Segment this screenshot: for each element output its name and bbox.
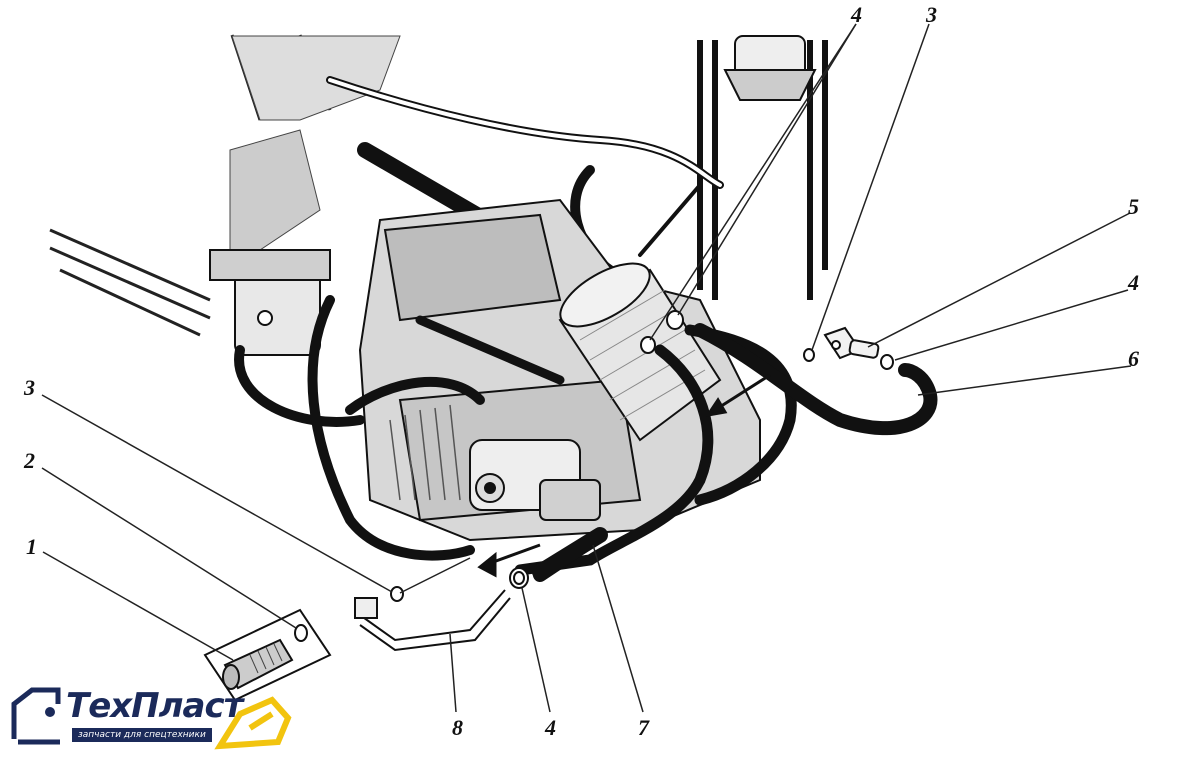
callout-7: 7 — [638, 715, 649, 740]
callout-4-top: 4 — [851, 2, 862, 27]
logo-tagline: запчасти для спецтехники — [72, 728, 212, 742]
callout-3-left: 3 — [24, 375, 35, 400]
callout-6: 6 — [1128, 346, 1139, 371]
leader-lines — [41, 23, 1132, 713]
fitting-5 — [823, 326, 880, 360]
top-right-filter — [723, 35, 817, 101]
techplast-logo: ТехПласт запчасти для спецтехники — [10, 684, 300, 754]
clamp-4 — [509, 567, 529, 589]
exploded-rings — [294, 310, 894, 642]
plug-1 — [203, 608, 332, 702]
hatched-bracket — [229, 35, 401, 251]
callout-3-top: 3 — [926, 2, 937, 27]
logo-name: ТехПласт — [66, 686, 243, 726]
callout-2: 2 — [24, 448, 35, 473]
callout-4-right: 4 — [1128, 270, 1139, 295]
hose-6 — [693, 323, 938, 436]
front-pump — [469, 439, 601, 521]
callout-4-bottom: 4 — [545, 715, 556, 740]
pipe-8 — [354, 589, 511, 652]
callout-5: 5 — [1128, 194, 1139, 219]
callout-8: 8 — [452, 715, 463, 740]
flow-arrows — [477, 373, 771, 578]
hose-7 — [532, 527, 608, 580]
left-filter — [209, 249, 331, 356]
excavator-icon — [11, 687, 292, 750]
callout-1: 1 — [26, 534, 37, 559]
hydraulic-pump — [558, 262, 722, 442]
vertical-posts — [697, 40, 828, 300]
